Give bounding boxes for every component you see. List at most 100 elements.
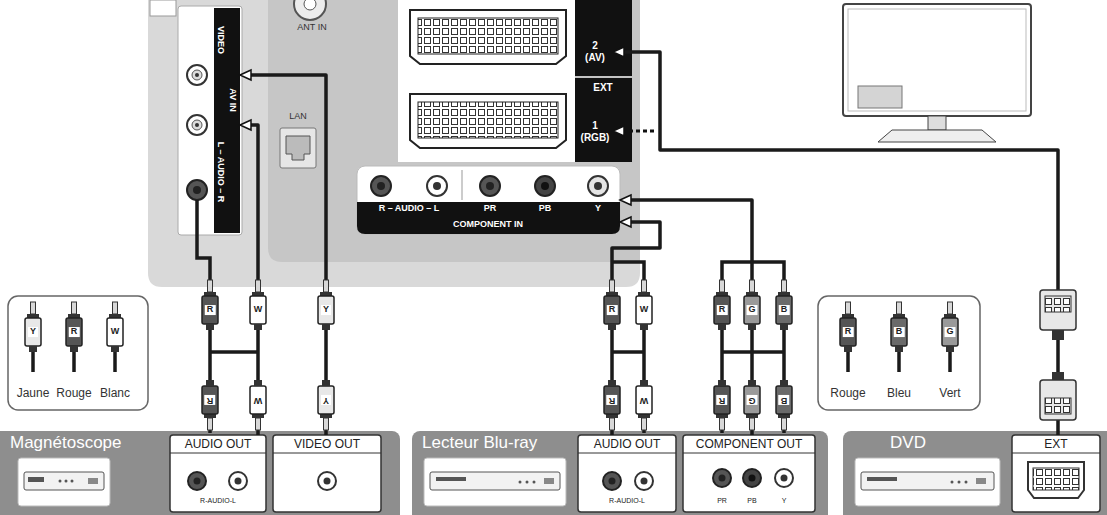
panel-title: VIDEO OUT: [273, 437, 381, 451]
legend-plug: [840, 302, 856, 352]
antenna-jack: [304, 0, 316, 10]
cable-wire: [948, 352, 952, 372]
tv-illustration: [843, 4, 1031, 116]
arrowhead: [240, 120, 251, 130]
output-jack: [188, 469, 793, 490]
tv-back-panel: [150, 0, 176, 16]
device-illustration: [855, 458, 1000, 506]
plug-letter: Y: [28, 327, 38, 337]
rca-jack: [187, 65, 207, 85]
dashed-arrow: [624, 130, 654, 133]
scart-panel: EXT2 (AV)1 (RGB): [398, 0, 632, 162]
tv-back-panel: [268, 0, 640, 262]
component-panel-shape: [588, 176, 608, 196]
jack-label: R-AUDIO-L: [170, 497, 266, 505]
device-illustration: [951, 481, 954, 484]
device-illustration: [526, 481, 529, 484]
output-panel: COMPONENT OUTPRPBY: [683, 435, 815, 512]
arrowhead: [620, 195, 631, 205]
panel-title: EXT: [1012, 437, 1100, 451]
cable-wire: [846, 352, 850, 372]
device-band-shape: [0, 431, 400, 515]
legend-text: Rouge: [56, 386, 91, 400]
output-jack: [188, 472, 206, 490]
plug-letter: G: [944, 327, 955, 337]
panel-title: AUDIO OUT: [578, 437, 676, 451]
rca-plug: [714, 280, 730, 330]
component-panel-shape: [371, 176, 391, 196]
plug-letter: Y: [321, 305, 331, 315]
legend-text: Jaune: [17, 386, 50, 400]
cable: [613, 47, 1058, 435]
scart-plug: [1040, 290, 1076, 420]
rca-jack: [187, 180, 207, 200]
legend-plug: [891, 302, 907, 352]
legend-box: [8, 296, 980, 410]
tv-illustration: [928, 116, 946, 130]
av-in-panel: VIDEOL – AUDIO – RAV IN: [180, 8, 240, 233]
plug-letter: R: [717, 395, 728, 405]
device-illustration: [436, 477, 466, 481]
device-illustration: [59, 480, 62, 483]
component-panel-shape: [535, 176, 555, 196]
device-name: DVD: [843, 433, 973, 453]
scart-panel-shape: [398, 0, 575, 162]
jack-label: PB: [737, 497, 767, 505]
port-label: 2 (AV): [583, 40, 607, 64]
jack-label: VIDEO: [216, 26, 227, 54]
scart-plug: [1052, 330, 1064, 340]
plug-letter: R: [69, 327, 80, 337]
output-panel: EXT: [1012, 435, 1100, 512]
rca-jack: [187, 115, 207, 135]
tv-illustration: [848, 9, 1026, 111]
rca-plug: [636, 380, 652, 430]
legend-plug: [25, 302, 958, 352]
cable-wire: [72, 352, 76, 372]
arrowhead: [240, 70, 251, 80]
device-illustration: [28, 477, 44, 482]
cable: [240, 70, 326, 435]
output-jack: [641, 478, 648, 485]
output-panel-shape: [273, 453, 381, 454]
component-panel-shape: [377, 182, 385, 190]
legend-text: Vert: [939, 386, 960, 400]
rca-jack: [192, 120, 202, 130]
legend-box: [8, 296, 148, 410]
scart-port: 1 (RGB): [577, 112, 613, 152]
scart-plug: [1045, 296, 1071, 312]
component-panel-shape: [480, 176, 500, 196]
plug-letter: B: [779, 305, 790, 315]
plug-letter: W: [252, 395, 265, 405]
jack-label: Y: [769, 497, 799, 505]
antenna-jack: [294, 0, 326, 20]
legend-plug: [25, 302, 41, 352]
tv-illustration: [878, 130, 996, 142]
output-jack: [318, 472, 336, 490]
device-band: DVD EXT: [843, 431, 1107, 515]
scart-panel-shape: [418, 102, 558, 138]
rca-plug: [250, 280, 266, 330]
rca-plug: [202, 380, 218, 430]
lan-port: [280, 128, 316, 168]
output-panel-shape: [1012, 453, 1100, 454]
av-in-panel-shape: [214, 8, 240, 233]
device-illustration: [533, 481, 536, 484]
arrowhead: [613, 47, 624, 57]
tv-illustration: [858, 86, 902, 108]
device-illustration: [867, 477, 897, 481]
device-illustration: [424, 458, 566, 506]
plug-letter: W: [638, 305, 651, 315]
output-panel-shape: [170, 453, 266, 454]
plug-letter: R: [843, 327, 854, 337]
plug-letter: R: [205, 305, 216, 315]
cable: [620, 195, 752, 435]
cable-wire: [31, 352, 35, 372]
legend-box: [818, 296, 980, 410]
antenna-jack: [294, 0, 326, 20]
panel-title: AV IN: [228, 88, 239, 111]
legend-plug: [942, 302, 958, 352]
rca-plug: [744, 280, 760, 330]
scart-socket: [1028, 462, 1084, 498]
